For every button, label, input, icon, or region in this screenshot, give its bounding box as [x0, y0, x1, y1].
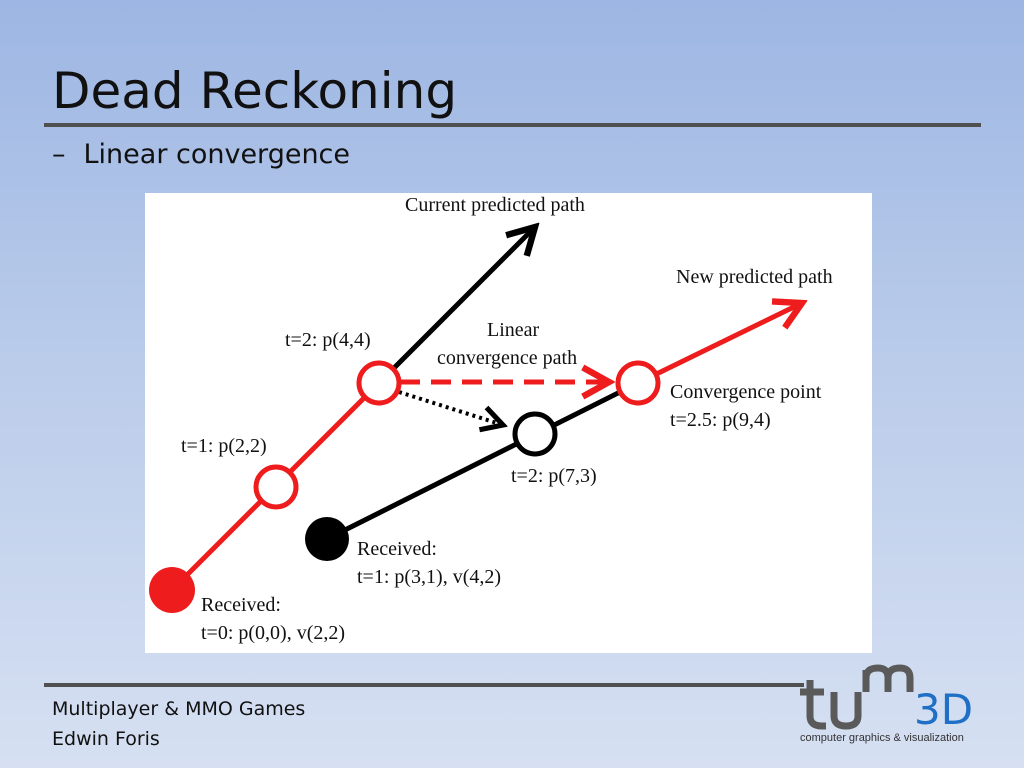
- label-received-0-title: Received:: [201, 594, 281, 616]
- label-linear-line1: Linear: [487, 319, 540, 341]
- point-t2-p44: [356, 360, 402, 406]
- label-current-path: Current predicted path: [405, 194, 585, 216]
- point-t2-p73: [512, 411, 558, 457]
- label-received-1-value: t=1: p(3,1), v(4,2): [357, 566, 502, 588]
- new-predicted-path-arrow: [636, 303, 802, 386]
- label-t1-p22: t=1: p(2,2): [181, 435, 267, 457]
- label-t2-p73: t=2: p(7,3): [511, 465, 597, 487]
- received-path-line: [325, 380, 640, 542]
- received-point-t1: [305, 517, 349, 561]
- tum3d-logo: 3D: [800, 664, 973, 734]
- bullet-item: –Linear convergence: [52, 139, 350, 170]
- dotted-arrow: [398, 390, 503, 425]
- label-received-1-title: Received:: [357, 538, 437, 560]
- label-t2-p44: t=2: p(4,4): [285, 329, 371, 351]
- diagram-canvas: [149, 193, 872, 613]
- convergence-point: [615, 360, 661, 406]
- label-new-path: New predicted path: [676, 266, 833, 288]
- slide-title: Dead Reckoning: [52, 62, 458, 120]
- bullet-marker: –: [52, 139, 66, 170]
- label-received-0-value: t=0: p(0,0), v(2,2): [201, 622, 346, 644]
- footer-author: Edwin Foris: [52, 728, 160, 750]
- logo-subtitle: computer graphics & visualization: [800, 732, 964, 744]
- label-linear-line2: convergence path: [437, 347, 578, 369]
- title-divider: [44, 123, 981, 127]
- footer-course: Multiplayer & MMO Games: [52, 698, 306, 720]
- dead-reckoning-diagram: Current predicted path New predicted pat…: [145, 193, 872, 653]
- svg-text:3D: 3D: [914, 685, 973, 734]
- footer-divider: [44, 683, 804, 687]
- label-convergence-title: Convergence point: [670, 381, 822, 403]
- label-convergence-value: t=2.5: p(9,4): [670, 409, 771, 431]
- received-point-t0: [149, 567, 195, 613]
- point-t1-p22: [253, 464, 299, 510]
- current-predicted-path-arrow: [377, 227, 535, 385]
- bullet-text: Linear convergence: [83, 139, 351, 170]
